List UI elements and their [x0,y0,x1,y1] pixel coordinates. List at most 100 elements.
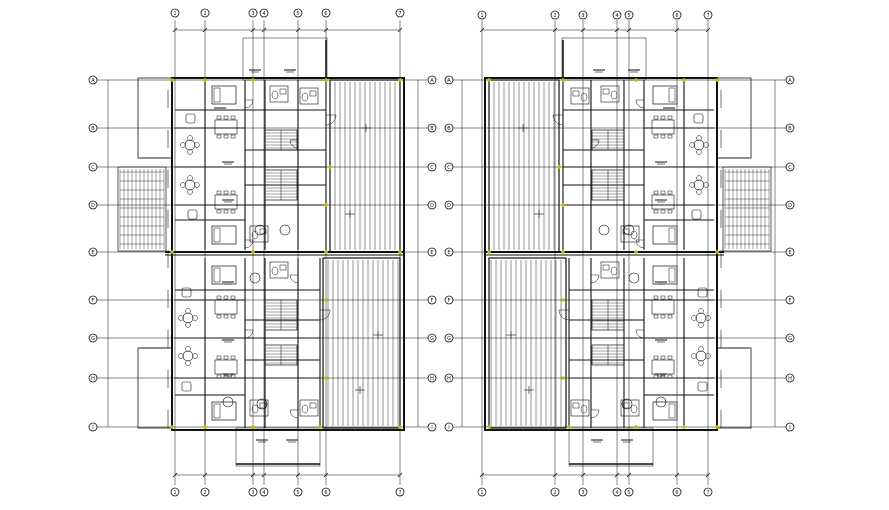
column-marker [170,425,174,429]
grid-bubble-label: 2 [203,490,206,496]
grid-bubble-circle [248,8,258,18]
chair [230,209,236,214]
dimension-tick [172,27,178,33]
chair [698,360,704,366]
grid-bubble: G [785,333,795,343]
chair [667,314,673,319]
fixture [621,398,633,410]
grid-bubble-circle [427,247,437,257]
grid-bubble-circle [444,333,454,343]
chair [667,190,673,195]
bathroom [570,87,590,105]
chair [187,189,193,195]
grid-bubble-label: I [789,425,790,431]
dimension-tick [674,27,680,33]
fixture [222,396,234,408]
chair [192,315,198,321]
chair [187,149,193,155]
pillow [213,87,221,103]
grid-bubble-circle [785,295,795,305]
chair [660,314,666,319]
sink [572,402,580,409]
bathroom [600,85,620,103]
chair [223,209,229,214]
grid-bubble: G [444,333,454,343]
grid-bubble-circle [395,487,405,497]
grid-bubble-circle [88,333,98,343]
grid-bubble-label: H [91,376,95,382]
toilet [580,404,588,414]
chair [653,295,659,300]
grid-bubble: 6 [321,487,331,497]
grid-bubble-label: 1 [173,490,176,496]
grid-bubble-circle [785,162,795,172]
dimension-tick [202,27,208,33]
chair [691,315,697,321]
chair [194,142,200,148]
grid-bubble-circle [170,487,180,497]
grid-bubble-label: 4 [262,490,265,496]
bed [211,401,237,421]
column-marker [682,425,686,429]
grid-bubble: F [427,295,437,305]
grid-bubble-label: B [430,126,434,132]
bed [211,85,237,105]
door-swing [244,329,254,339]
grid-bubble-label: G [91,336,95,342]
chair [660,115,666,120]
grid-bubble-circle [444,162,454,172]
grid-bubble-label: 5 [296,11,299,17]
chair [194,182,200,188]
grid-bubble: 2 [550,10,560,20]
grid-bubble-label: 3 [251,11,254,17]
chair [689,142,695,148]
dimension-tick [626,472,632,478]
chair [192,353,198,359]
grid-bubble: 1 [170,487,180,497]
grid-bubble: 7 [703,487,713,497]
bed [652,85,678,105]
grid-bubble: E [427,247,437,257]
grid-bubble-circle [395,8,405,18]
grid-bubble: B [427,123,437,133]
column-marker [203,425,207,429]
bed [211,265,237,285]
column-marker [561,298,565,302]
grid-bubble-circle [88,247,98,257]
grid-bubble: 3 [248,8,258,18]
grid-bubble-circle [578,487,588,497]
round-table [693,179,705,191]
grid-bubble: G [88,333,98,343]
column-marker [251,425,255,429]
round-table [695,312,707,324]
round-table [184,179,196,191]
grid-bubble-circle [259,487,269,497]
grid-bubble-circle [259,8,269,18]
toilet [630,230,638,240]
entrance-canopy [568,427,654,467]
column-marker [634,78,638,82]
table [651,119,675,135]
chair [703,142,709,148]
door-swing [558,309,570,321]
column-marker [324,298,328,302]
grid-bubble-label: E [447,250,450,256]
chair [667,115,673,120]
door-swing [635,99,645,109]
bathroom [570,399,590,417]
toilet [301,92,309,102]
column-marker [715,78,719,82]
round-table [182,350,194,362]
chair [653,374,659,379]
chair [180,182,186,188]
grid-bubble-label: 3 [581,13,584,19]
entrance-canopy [242,37,328,81]
door-swing [244,99,254,109]
grid-bubble-circle [200,8,210,18]
bed [211,225,237,245]
grid-bubble-circle [785,200,795,210]
chair [660,374,666,379]
dimension-tick [295,27,301,33]
grid-bubble: C [785,162,795,172]
grid-bubble: 1 [477,487,487,497]
